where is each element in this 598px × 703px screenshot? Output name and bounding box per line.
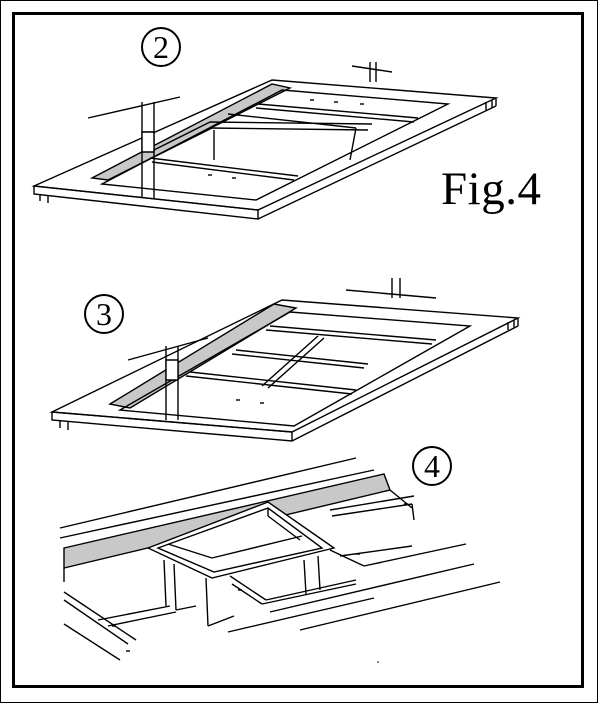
step2-inner-opening (102, 90, 448, 200)
step4-assembly (60, 458, 500, 663)
step4-frame-rail-2 (230, 576, 266, 600)
step4-rail-top (60, 458, 356, 528)
step-2-marker: 2 (141, 27, 181, 67)
figure-border (12, 12, 584, 688)
step2-assembly (34, 62, 496, 219)
step2-table-top-edge-right (258, 106, 496, 219)
step3-cross-rail-3 (270, 326, 436, 340)
step2-cross-rail-1 (150, 158, 298, 176)
step2-table-top-edge (34, 186, 258, 219)
step-3-marker: 3 (84, 294, 124, 334)
step2-diagonal-brace (210, 122, 372, 124)
step3-cross-rail-1 (190, 372, 356, 390)
step3-inner-opening (120, 312, 470, 426)
figure-label: Fig.4 (441, 163, 542, 215)
step4-frame-rail-1 (64, 592, 136, 640)
step4-pan-body (164, 560, 166, 606)
step2-cross-rail-2 (258, 104, 418, 118)
step3-shaded-rail (110, 304, 296, 408)
step-4-marker: 4 (412, 446, 452, 486)
step4-frame-rail-3 (330, 550, 364, 566)
step3-brace (262, 336, 318, 386)
step3-assembly (52, 278, 518, 441)
